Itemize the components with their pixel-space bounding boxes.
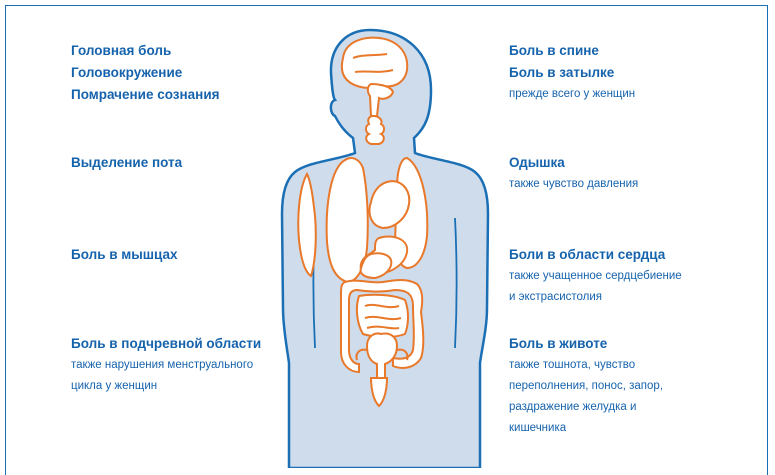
- label-neck-pain: Боль в затылке: [509, 62, 635, 84]
- label-dyspnea-sub: также чувство давления: [509, 174, 638, 195]
- label-back-pain-sub: прежде всего у женщин: [509, 84, 635, 105]
- label-abdominal-group: Боль в животе также тошнота, чувство пер…: [509, 333, 663, 439]
- label-headache: Головная боль: [71, 40, 220, 62]
- label-heart-pain-group: Боли в области сердца также учащенное се…: [509, 244, 682, 308]
- small-intestine-icon: [357, 295, 408, 337]
- label-confusion: Помрачение сознания: [71, 84, 220, 106]
- label-sweating-group: Выделение пота: [71, 152, 182, 174]
- label-abdominal-sub-2: переполнения, понос, запор,: [509, 376, 663, 397]
- label-heart-pain: Боли в области сердца: [509, 244, 682, 266]
- label-abdominal-sub-3: раздражение желудка и: [509, 397, 663, 418]
- label-dyspnea: Одышка: [509, 152, 638, 174]
- label-abdominal-sub-4: кишечника: [509, 418, 663, 439]
- label-dyspnea-group: Одышка также чувство давления: [509, 152, 638, 195]
- human-body-figure: [275, 28, 500, 468]
- label-hypogastric-pain: Боль в подчревной области: [71, 333, 261, 355]
- label-heart-pain-sub-2: и экстрасистолия: [509, 287, 682, 308]
- label-headache-group: Головная боль Головокружение Помрачение …: [71, 40, 220, 106]
- label-hypogastric-sub-1: также нарушения менструального: [71, 355, 261, 376]
- label-hypogastric-sub-2: цикла у женщин: [71, 376, 261, 397]
- label-back-pain: Боль в спине: [509, 40, 635, 62]
- label-abdominal-pain: Боль в животе: [509, 333, 663, 355]
- label-muscle-pain: Боль в мышцах: [71, 244, 178, 266]
- label-muscle-pain-group: Боль в мышцах: [71, 244, 178, 266]
- label-heart-pain-sub-1: также учащенное сердцебиение: [509, 266, 682, 287]
- label-back-pain-group: Боль в спине Боль в затылке прежде всего…: [509, 40, 635, 105]
- label-abdominal-sub-1: также тошнота, чувство: [509, 355, 663, 376]
- label-hypogastric-group: Боль в подчревной области также нарушени…: [71, 333, 261, 397]
- label-dizziness: Головокружение: [71, 62, 220, 84]
- label-sweating: Выделение пота: [71, 152, 182, 174]
- brain-icon: [342, 38, 407, 88]
- cervical-spine-icon: [366, 116, 384, 144]
